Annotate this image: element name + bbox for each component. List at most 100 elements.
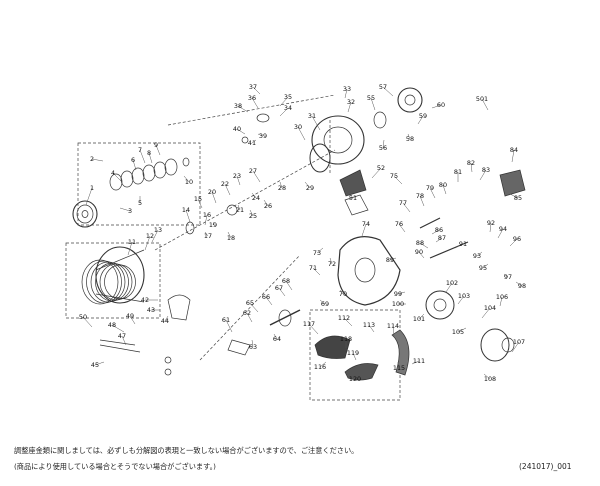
main-gear-hub: [433, 298, 447, 312]
part-label-12: 12: [146, 232, 154, 240]
part-label-20: 20: [208, 188, 216, 196]
leader-37: [252, 86, 261, 95]
part-label-66: 66: [262, 293, 270, 301]
part-label-1: 1: [90, 184, 94, 192]
part-label-118: 118: [340, 335, 352, 343]
leader-89: [389, 257, 397, 261]
leader-31: [311, 115, 321, 131]
leader-83: [479, 169, 487, 181]
part-label-17: 17: [204, 232, 212, 240]
part-label-85: 85: [514, 194, 522, 202]
handle-group-box: [309, 309, 401, 401]
leader-87: [435, 237, 443, 243]
part-label-13: 13: [154, 226, 162, 234]
pinion-gear: [278, 309, 292, 327]
leader-40: [236, 128, 246, 135]
diagram-code: (241017)_001: [519, 462, 572, 471]
part-label-62: 62: [243, 309, 251, 317]
part-label-116: 116: [314, 363, 326, 371]
part-label-40: 40: [233, 125, 241, 133]
part-label-24: 24: [252, 194, 260, 202]
part-label-41: 41: [248, 139, 256, 147]
leader-101: [418, 313, 425, 320]
leader-13: [151, 229, 159, 243]
part-label-27: 27: [249, 167, 257, 175]
part-label-47: 47: [118, 332, 126, 340]
leader-27: [252, 170, 261, 183]
spool-line-ring: [86, 260, 122, 304]
leader-12: [144, 235, 151, 251]
part-label-97: 97: [504, 273, 512, 281]
part-label-79: 79: [426, 184, 434, 192]
leader-49: [129, 315, 136, 325]
part-label-95: 95: [479, 264, 487, 272]
leader-33: [344, 88, 348, 99]
leader-120: [354, 373, 361, 380]
part-label-120: 120: [349, 375, 361, 383]
leader-34: [279, 107, 289, 117]
leader-97: [503, 273, 509, 278]
part-label-81: 81: [454, 168, 462, 176]
side-cover: [480, 328, 510, 362]
part-label-501: 501: [476, 95, 488, 103]
leader-62: [246, 312, 253, 323]
part-label-94: 94: [499, 225, 507, 233]
part-label-31: 31: [308, 112, 316, 120]
leader-73: [316, 247, 324, 254]
part-label-35: 35: [284, 93, 292, 101]
part-label-90: 90: [415, 248, 423, 256]
roller-washer: [373, 111, 387, 129]
part-label-42: 42: [141, 296, 149, 304]
leader-50: [82, 316, 93, 328]
part-label-32: 32: [347, 98, 355, 106]
leader-11: [127, 241, 133, 256]
leader-63: [251, 339, 254, 348]
part-label-100: 100: [392, 300, 404, 308]
leader-95: [482, 263, 489, 269]
part-label-74: 74: [362, 220, 370, 228]
part-label-102: 102: [446, 279, 458, 287]
part-label-111: 111: [413, 357, 425, 365]
leader-111: [411, 360, 420, 365]
part-label-30: 30: [294, 123, 302, 131]
leader-32: [347, 101, 352, 113]
leader-90: [418, 251, 425, 259]
part-label-96: 96: [513, 235, 521, 243]
leader-7: [139, 149, 146, 164]
drag-washer: [164, 158, 178, 176]
part-label-60: 60: [437, 101, 445, 109]
leader-103: [457, 295, 465, 305]
leader-61: [225, 319, 233, 333]
leader-29: [304, 181, 311, 189]
leader-52: [371, 167, 382, 179]
spool-line-ring: [90, 261, 126, 303]
part-label-98: 98: [518, 282, 526, 290]
leader-70: [339, 289, 344, 295]
leader-15: [197, 198, 203, 209]
leader-68: [285, 280, 293, 291]
part-label-57: 57: [379, 83, 387, 91]
part-label-37: 37: [249, 83, 257, 91]
leader-501: [481, 98, 489, 111]
spool-line-ring: [95, 262, 129, 302]
part-label-104: 104: [484, 304, 496, 312]
part-label-56: 56: [379, 144, 387, 152]
leader-38: [237, 105, 249, 113]
leader-26: [263, 199, 269, 207]
part-label-70: 70: [339, 290, 347, 298]
leader-75: [393, 175, 403, 185]
side-cover-cap: [501, 337, 515, 353]
leader-114: [392, 325, 395, 337]
leader-41: [251, 139, 257, 144]
footer-note-2: (商品により使用している場合とそうでない場合がございます。): [14, 462, 216, 471]
part-label-38: 38: [234, 102, 242, 110]
leader-6: [132, 159, 137, 171]
part-label-77: 77: [399, 199, 407, 207]
part-label-91: 91: [459, 240, 467, 248]
leader-71: [312, 267, 321, 276]
line-roller-inner: [404, 94, 416, 106]
spool-edge-top: [95, 249, 145, 271]
handle-knob-upper: [499, 169, 526, 197]
